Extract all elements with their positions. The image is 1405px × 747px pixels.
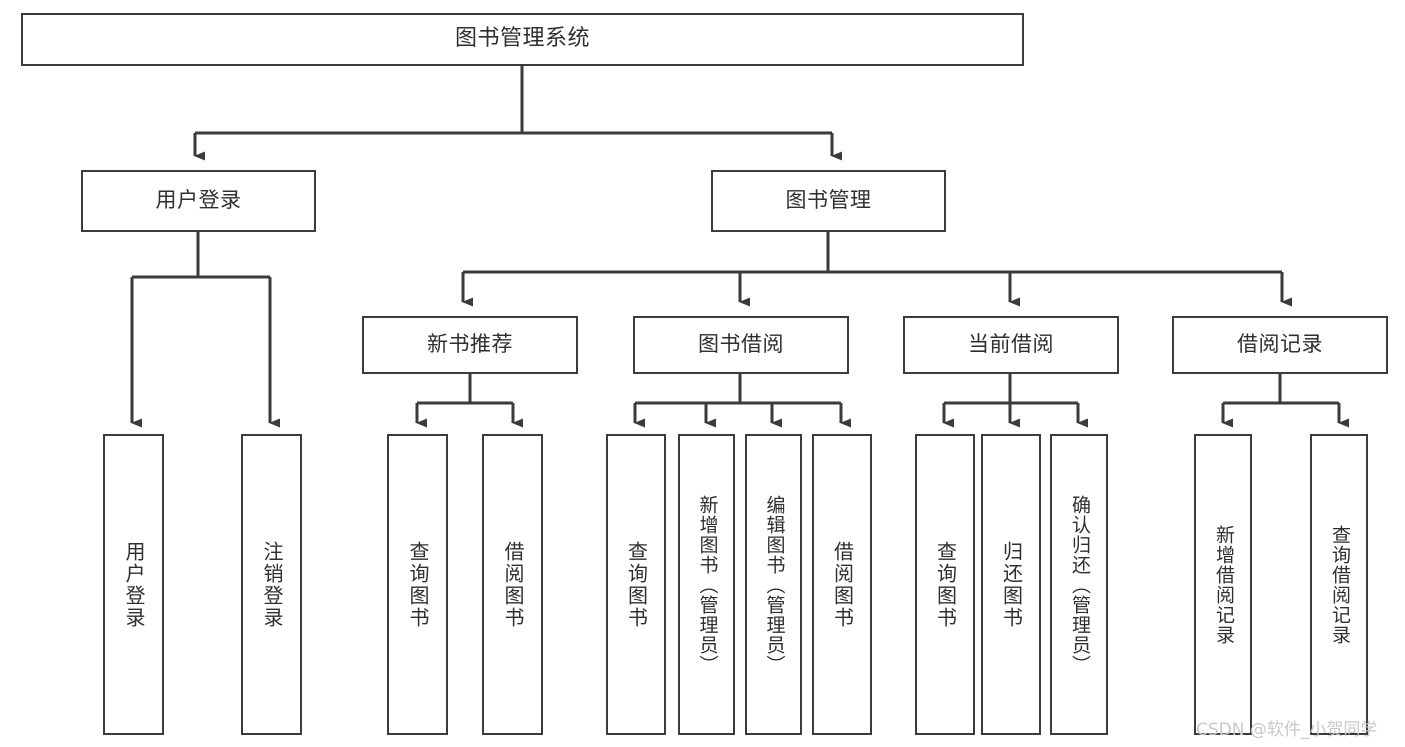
leaf-borrow-book-2-label: 借阅图书 — [830, 540, 855, 629]
node-book-manage[interactable]: 图书管理 — [711, 170, 946, 232]
leaf-add-book-label: 新增图书（管理员） — [696, 494, 719, 675]
node-book-borrow[interactable]: 图书借阅 — [633, 316, 849, 374]
node-borrow-record[interactable]: 借阅记录 — [1172, 316, 1388, 374]
node-root[interactable]: 图书管理系统 — [21, 13, 1024, 66]
node-book-manage-label: 图书管理 — [785, 188, 872, 213]
node-borrow-record-label: 借阅记录 — [1237, 332, 1323, 357]
node-new-book-recommend[interactable]: 新书推荐 — [362, 316, 578, 374]
node-root-label: 图书管理系统 — [454, 26, 590, 52]
leaf-borrow-book-1-label: 借阅图书 — [501, 540, 525, 629]
leaf-query-book-2[interactable]: 查询图书 — [606, 434, 666, 735]
node-user-login[interactable]: 用户登录 — [81, 170, 316, 232]
leaf-confirm-return-label: 确认归还（管理员） — [1068, 494, 1091, 675]
leaf-query-book-2-label: 查询图书 — [624, 540, 649, 629]
node-current-borrow-label: 当前借阅 — [968, 332, 1054, 357]
leaf-query-book-1[interactable]: 查询图书 — [387, 434, 448, 735]
node-user-login-label: 用户登录 — [155, 188, 242, 213]
leaf-logout-login[interactable]: 注销登录 — [241, 434, 302, 735]
leaf-add-book[interactable]: 新增图书（管理员） — [678, 434, 735, 735]
leaf-logout-login-label: 注销登录 — [260, 540, 284, 629]
node-current-borrow[interactable]: 当前借阅 — [903, 316, 1119, 374]
leaf-edit-book[interactable]: 编辑图书（管理员） — [745, 434, 802, 735]
leaf-add-record-label: 新增借阅记录 — [1212, 524, 1235, 645]
leaf-add-record[interactable]: 新增借阅记录 — [1194, 434, 1252, 735]
leaf-confirm-return[interactable]: 确认归还（管理员） — [1050, 434, 1108, 735]
node-new-book-recommend-label: 新书推荐 — [427, 332, 513, 357]
leaf-user-login[interactable]: 用户登录 — [103, 434, 164, 735]
leaf-query-record-label: 查询借阅记录 — [1328, 524, 1351, 645]
leaf-return-book-label: 归还图书 — [999, 540, 1024, 629]
leaf-edit-book-label: 编辑图书（管理员） — [763, 494, 786, 675]
watermark: CSDN @软件_小贺同学 — [1196, 720, 1378, 740]
leaf-return-book[interactable]: 归还图书 — [981, 434, 1041, 735]
leaf-query-record[interactable]: 查询借阅记录 — [1310, 434, 1368, 735]
node-book-borrow-label: 图书借阅 — [698, 332, 784, 357]
leaf-user-login-label: 用户登录 — [122, 540, 146, 629]
leaf-query-book-3[interactable]: 查询图书 — [915, 434, 975, 735]
leaf-borrow-book-2[interactable]: 借阅图书 — [812, 434, 872, 735]
leaf-query-book-1-label: 查询图书 — [406, 540, 430, 629]
leaf-query-book-3-label: 查询图书 — [933, 540, 958, 629]
leaf-borrow-book-1[interactable]: 借阅图书 — [482, 434, 543, 735]
